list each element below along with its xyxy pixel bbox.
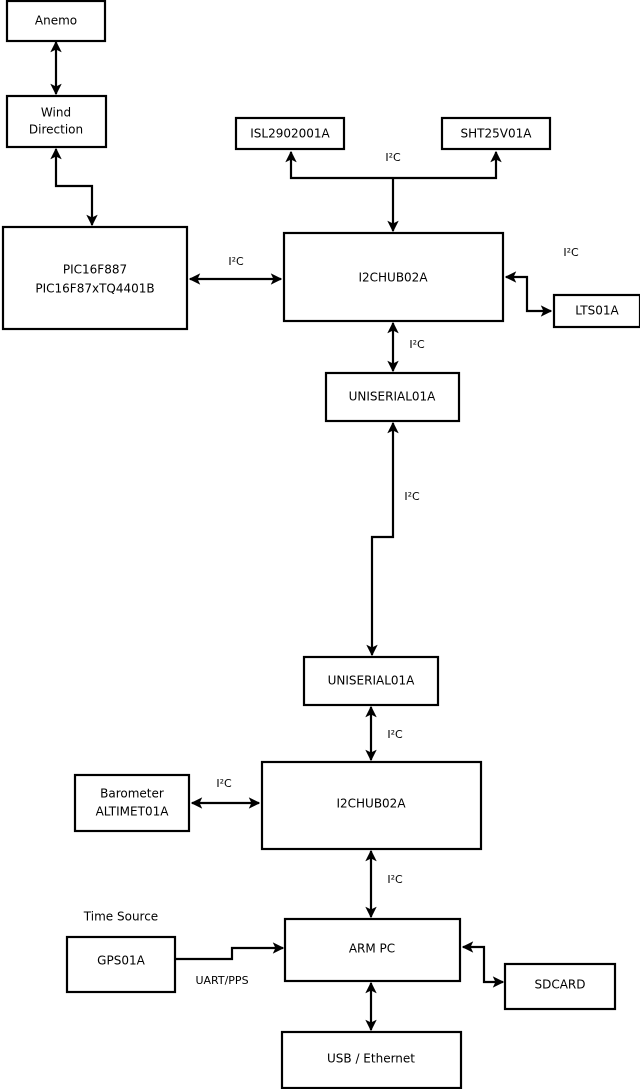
edge-pic-hub-top: I²C [188,255,283,285]
node-i2chub02a-bottom[interactable]: I2CHUB02A [260,760,483,851]
node-label-sdcard: SDCARD [534,978,585,992]
node-label-sht25v01a: SHT25V01A [461,127,533,141]
label-time-source: Time Source [83,910,158,924]
node-label-barometer-line1: Barometer [100,787,164,801]
node-usb-ethernet[interactable]: USB / Ethernet [280,1030,463,1089]
edge-line [504,271,553,317]
node-box[interactable] [280,1030,463,1089]
edge-barometer-hub-bottom: I²C [190,777,261,809]
edge-label-hub-bottom-arm-pc: I²C [387,873,403,886]
node-label-usb-ethernet: USB / Ethernet [327,1052,415,1066]
edge-gps-arm-pc: UART/PPS [175,942,285,987]
node-box[interactable] [5,94,108,149]
node-box[interactable] [234,116,346,151]
edge-uniserial-1-uniserial-2: I²C [366,421,420,657]
node-uniserial01a-lower[interactable]: UNISERIAL01A [302,655,440,707]
node-arm-pc[interactable]: ARM PC [283,917,462,983]
node-box[interactable] [283,917,462,983]
node-lts01a[interactable]: LTS01A [552,293,640,329]
edge-line [175,942,285,961]
node-sdcard[interactable]: SDCARD [503,962,617,1011]
edge-label-gps-arm-pc: UART/PPS [195,974,248,987]
edge-label-hub-top-sensors: I²C [385,151,401,164]
node-box[interactable] [302,655,440,707]
edge-arm-pc-sdcard [461,941,505,988]
node-isl2902001a[interactable]: ISL2902001A [234,116,346,151]
node-label-gps01a: GPS01A [97,954,145,968]
edge-label-barometer-hub-bottom: I²C [216,777,232,790]
node-box[interactable] [503,962,617,1011]
edge-hub-bottom-arm-pc: I²C [365,849,403,919]
edge-label-hub-top-uniserial-1: I²C [409,338,425,351]
node-label-barometer-line2: ALTIMET01A [96,805,170,819]
node-label-arm-pc: ARM PC [349,942,395,956]
node-box[interactable] [324,371,461,423]
edge-hub-top-lts: I²C [504,246,579,317]
node-label-i2chub02a-bottom: I2CHUB02A [336,797,406,811]
node-i2chub02a-top[interactable]: I2CHUB02A [282,231,505,323]
node-label-lts01a: LTS01A [575,304,619,318]
node-box[interactable] [73,773,191,833]
node-anemo[interactable]: Anemo [5,0,107,43]
node-uniserial01a-upper[interactable]: UNISERIAL01A [324,371,461,423]
node-label-pic-line1: PIC16F887 [63,263,127,277]
node-box[interactable] [282,231,505,323]
edge-line [461,941,505,988]
node-sht25v01a[interactable]: SHT25V01A [440,116,552,151]
node-label-wind-direction-line1: Wind [41,106,71,120]
edge-wind-direction-pic [50,147,98,227]
node-label-pic-line2: PIC16F87xTQ4401B [35,282,154,296]
edge-label-hub-top-lts: I²C [563,246,579,259]
node-box[interactable] [5,0,107,43]
node-label-uniserial01a-upper: UNISERIAL01A [349,390,437,404]
node-label-anemo: Anemo [35,14,77,28]
node-label-isl2902001a: ISL2902001A [250,127,330,141]
edge-uniserial-2-hub-bottom: I²C [365,705,403,762]
node-pic16f887[interactable]: PIC16F887 PIC16F87xTQ4401B [1,225,189,331]
node-box[interactable] [1,225,189,331]
node-wind-direction[interactable]: Wind Direction [5,94,108,149]
node-box[interactable] [260,760,483,851]
node-box[interactable] [552,293,640,329]
node-gps01a[interactable]: GPS01A [65,935,177,994]
node-label-i2chub02a-top: I2CHUB02A [358,271,428,285]
edge-line [366,421,399,657]
node-box[interactable] [65,935,177,994]
edge-hub-top-uniserial-1: I²C [387,321,425,373]
node-label-wind-direction-line2: Direction [29,123,83,137]
edge-line [50,147,98,227]
edge-label-pic-hub-top: I²C [228,255,244,268]
edge-label-uniserial-link: I²C [404,490,420,503]
edge-hub-top-isl-sht: I²C [285,150,502,233]
node-label-uniserial01a-lower: UNISERIAL01A [328,674,416,688]
node-box[interactable] [440,116,552,151]
node-barometer-altimet01a[interactable]: Barometer ALTIMET01A [73,773,191,833]
edge-label-uniserial-2-hub-bottom: I²C [387,728,403,741]
